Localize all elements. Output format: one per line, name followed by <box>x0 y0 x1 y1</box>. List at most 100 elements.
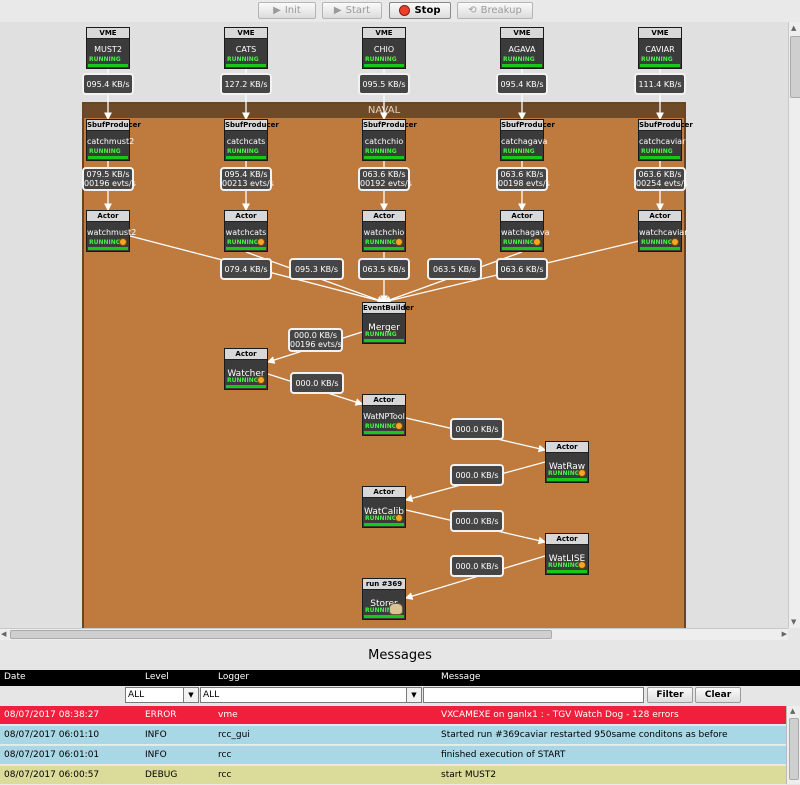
node-type: Actor <box>225 349 267 360</box>
rate-text: 095.3 KB/s <box>294 264 339 274</box>
clear-button[interactable]: Clear <box>695 687 741 703</box>
node-status: RUNNING <box>227 377 259 384</box>
rate-text: 063.6 KB/s <box>500 264 544 274</box>
watlise-node[interactable]: Actor WatLISE RUNNING <box>545 533 589 575</box>
init-label: Init <box>284 5 301 16</box>
actor-node-watchcats[interactable]: Actor watchcats RUNNING <box>224 210 268 252</box>
node-type: Actor <box>363 395 405 406</box>
watcalib-node[interactable]: Actor WatCalib RUNNING <box>362 486 406 528</box>
actor-node-watchcaviar[interactable]: Actor watchcaviar RUNNING <box>638 210 688 252</box>
row-date: 08/07/2017 06:01:01 <box>4 750 100 760</box>
logger-filter-select[interactable]: ALL ▼ <box>200 687 422 703</box>
watcher-face-icon <box>119 238 127 246</box>
play-icon: ▶ <box>273 5 281 16</box>
canvas-vertical-scrollbar[interactable]: ▲ ▼ <box>788 22 800 628</box>
running-bar <box>364 156 404 159</box>
node-status: RUNNING <box>503 239 535 246</box>
actor-node-watchmust2[interactable]: Actor watchmust2 RUNNING <box>86 210 136 252</box>
rate-text: 000.0 KB/s <box>455 470 499 480</box>
rate-text: 111.4 KB/s <box>638 79 682 89</box>
scroll-right-icon[interactable]: ▶ <box>781 630 787 638</box>
chevron-down-icon[interactable]: ▼ <box>183 688 198 702</box>
start-button[interactable]: ▶Start <box>322 2 382 19</box>
breakup-button[interactable]: ⟲Breakup <box>457 2 533 19</box>
column-level[interactable]: Level <box>145 672 169 682</box>
watnptool-node[interactable]: Actor WatNPTool RUNNING <box>362 394 406 436</box>
watcher-node[interactable]: Actor Watcher RUNNING <box>224 348 268 390</box>
flow-canvas[interactable]: NAVAL VME MUST2 RUNNING VME CATS RUNNING… <box>0 22 788 628</box>
producer-node-catchcaviar[interactable]: SbufProducer catchcaviar RUNNING <box>638 119 693 161</box>
level-filter-select[interactable]: ALL ▼ <box>125 687 199 703</box>
rate-box: 063.5 KB/s <box>427 258 482 280</box>
vme-node-chio[interactable]: VME CHIO RUNNING <box>362 27 406 69</box>
producer-node-catchmust2[interactable]: SbufProducer catchmust2 RUNNING <box>86 119 141 161</box>
vme-node-must2[interactable]: VME MUST2 RUNNING <box>86 27 130 69</box>
stop-button[interactable]: Stop <box>389 2 451 19</box>
stop-icon <box>399 5 411 16</box>
node-name: watchcats <box>225 228 267 237</box>
row-message: VXCAMEXE on ganlx1 : - TGV Watch Dog - 1… <box>441 710 679 720</box>
node-type: SbufProducer <box>639 120 693 131</box>
vertical-scroll-thumb[interactable] <box>790 36 800 98</box>
node-name: CAVIAR <box>645 45 675 54</box>
producer-node-catchagava[interactable]: SbufProducer catchagava RUNNING <box>500 119 555 161</box>
watcher-face-icon <box>395 422 403 430</box>
storer-node[interactable]: run #369 Storer RUNNING <box>362 578 406 620</box>
producer-node-catchchio[interactable]: SbufProducer catchchio RUNNING <box>362 119 417 161</box>
rate-box: 000.0 KB/s <box>450 555 504 577</box>
horizontal-scroll-thumb[interactable] <box>10 630 552 639</box>
rate-box: 095.3 KB/s <box>289 258 344 280</box>
message-filter-input[interactable] <box>423 687 644 703</box>
running-bar <box>547 570 587 573</box>
rate-text: 079.4 KB/s <box>224 264 268 274</box>
rate-box: 063.6 KB/s <box>496 258 548 280</box>
messages-scroll-thumb[interactable] <box>789 718 799 780</box>
actor-node-watchchio[interactable]: Actor watchchio RUNNING <box>362 210 406 252</box>
node-type: VME <box>225 28 267 39</box>
watcher-face-icon <box>578 561 586 569</box>
rate-text: 000.0 KB/s <box>455 516 499 526</box>
node-status: RUNNING <box>227 148 259 155</box>
node-type: SbufProducer <box>363 120 417 131</box>
scroll-left-icon[interactable]: ◀ <box>1 630 7 638</box>
vme-node-agava[interactable]: VME AGAVA RUNNING <box>500 27 544 69</box>
producer-node-catchcats[interactable]: SbufProducer catchcats RUNNING <box>224 119 279 161</box>
node-name: catchmust2 <box>87 137 135 146</box>
message-row[interactable]: 08/07/2017 06:01:01 INFO rcc finished ex… <box>0 746 786 765</box>
column-date[interactable]: Date <box>4 672 26 682</box>
node-name: CATS <box>235 45 257 54</box>
scroll-up-icon[interactable]: ▲ <box>791 24 797 32</box>
message-row[interactable]: 08/07/2017 08:38:27 ERROR vme VXCAMEXE o… <box>0 706 786 725</box>
scroll-up-icon[interactable]: ▲ <box>790 707 796 715</box>
column-message[interactable]: Message <box>441 672 481 682</box>
scroll-down-icon[interactable]: ▼ <box>791 618 797 626</box>
messages-scrollbar[interactable]: ▲ <box>786 706 800 784</box>
node-name: WatCalib <box>364 507 404 517</box>
vme-node-cats[interactable]: VME CATS RUNNING <box>224 27 268 69</box>
merger-node[interactable]: EventBuilder Merger RUNNING <box>362 302 414 344</box>
actor-node-watchagava[interactable]: Actor watchagava RUNNING <box>500 210 550 252</box>
node-name: MUST2 <box>94 45 122 54</box>
watraw-node[interactable]: Actor WatRaw RUNNING <box>545 441 589 483</box>
row-date: 08/07/2017 06:00:57 <box>4 770 100 780</box>
node-name: WatRaw <box>548 462 586 472</box>
node-status: RUNNING <box>641 239 673 246</box>
node-status: RUNNING <box>365 148 397 155</box>
node-type: Actor <box>546 442 588 453</box>
stop-label: Stop <box>414 5 441 16</box>
node-status: RUNNING <box>365 515 397 522</box>
canvas-horizontal-scrollbar[interactable]: ◀ ▶ <box>0 628 788 640</box>
column-logger[interactable]: Logger <box>218 672 250 682</box>
rate-text: 095.4 KB/s <box>224 170 268 179</box>
chevron-down-icon[interactable]: ▼ <box>406 688 421 702</box>
filter-button[interactable]: Filter <box>647 687 693 703</box>
vme-node-caviar[interactable]: VME CAVIAR RUNNING <box>638 27 682 69</box>
event-rate-text: 00196 evts/s <box>290 340 342 349</box>
event-rate-text: 00254 evts/s <box>636 179 688 188</box>
message-row[interactable]: 08/07/2017 06:00:57 DEBUG rcc start MUST… <box>0 766 786 785</box>
message-row[interactable]: 08/07/2017 06:01:10 INFO rcc_gui Started… <box>0 726 786 745</box>
init-button[interactable]: ▶Init <box>258 2 316 19</box>
node-type: Actor <box>87 211 129 222</box>
